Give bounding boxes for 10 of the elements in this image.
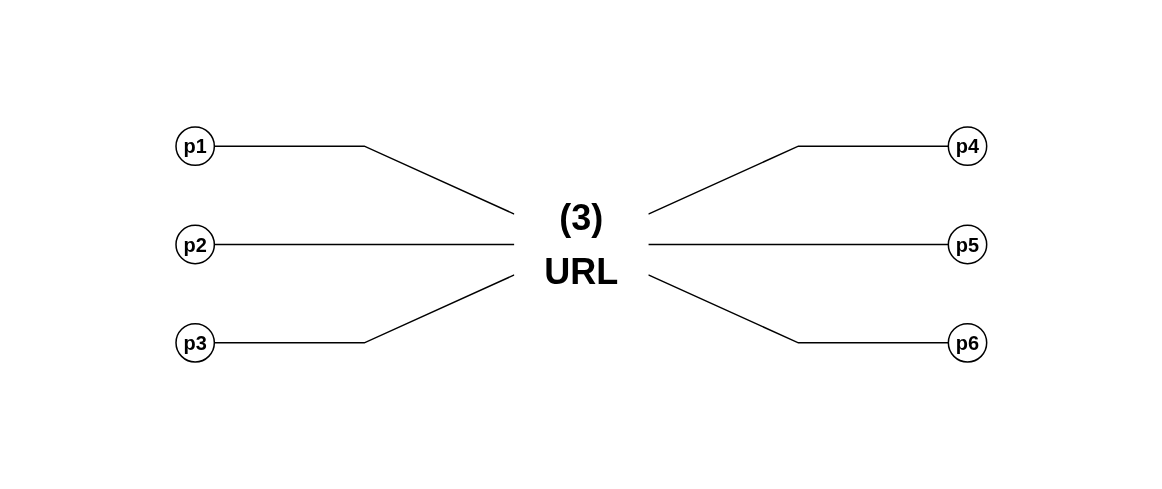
node-circle: p6 (947, 322, 988, 363)
node-circle: p2 (174, 224, 215, 265)
node-circle: p5 (947, 224, 988, 265)
connector (647, 274, 949, 344)
node-circle: p1 (174, 126, 215, 167)
node-circle: p4 (947, 126, 988, 167)
node-circle: p3 (174, 322, 215, 363)
node-text: (3) URL (544, 196, 618, 292)
connector (647, 145, 949, 215)
connector (647, 243, 949, 246)
